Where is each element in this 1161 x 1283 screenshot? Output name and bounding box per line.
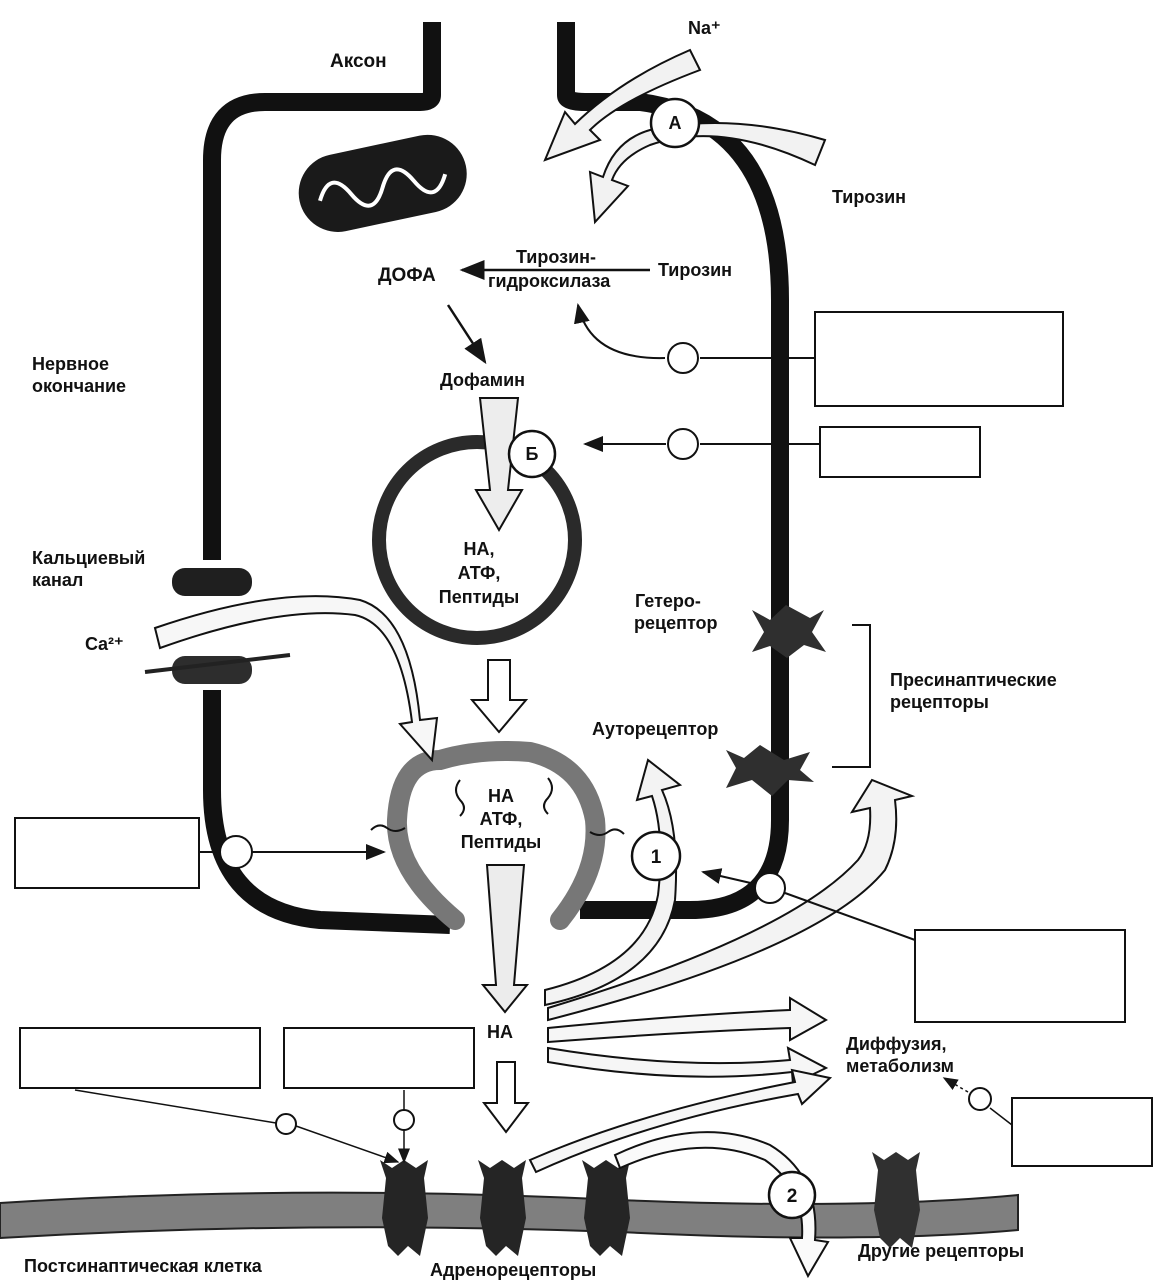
answer-box-enzyme[interactable] [814,311,1064,407]
marker-b-circle [507,429,557,479]
autoreceptor-label: Ауторецептор [592,719,718,739]
presynaptic-label-line2: рецепторы [890,692,989,712]
calcium-channel-label-line1: Кальциевый [32,548,145,568]
heteroreceptor [752,605,826,658]
postsynaptic-cell-label: Постсинаптическая клетка [24,1256,263,1276]
other-receptors-label: Другие рецепторы [858,1241,1024,1261]
marker-2: 2 [787,1186,798,1207]
regulation-arrow-metabolism [942,1077,969,1093]
membrane-lower-left [203,690,451,934]
presynaptic-label-line1: Пресинаптические [890,670,1057,690]
heteroreceptor-label-line2: рецептор [634,613,718,633]
answer-box-receptor-2[interactable] [283,1027,475,1089]
snare-tail-1 [455,779,465,817]
vesicle1-line1: НА, [464,539,495,559]
regulation-node-1 [754,872,786,904]
calcium-influx-arrow [153,595,439,763]
autoreceptor-feedback-arrow [547,778,916,1022]
enzyme-label-line1: Тирозин- [516,247,596,267]
nerve-ending-label-line1: Нервное [32,354,109,374]
tyrosine-inside-label: Тирозин [658,260,732,280]
na-plus-label: Na⁺ [688,18,721,38]
regulation-line-metabolism [989,1107,1013,1126]
release-vesicle [386,741,606,930]
adrenoreceptors-label: Адренорецепторы [430,1260,596,1280]
vesicle2-line2: АТФ, [480,809,523,829]
adrenoreceptor-1 [380,1160,428,1256]
diffusion-arrow-2 [547,1046,829,1086]
vesicle2-line1: НА [488,786,514,806]
regulation-line-receptor-1 [74,1089,277,1124]
axon-label: Аксон [330,51,387,72]
diffusion-label-line1: Диффузия, [846,1034,946,1054]
vesicle1-line2: АТФ, [458,563,501,583]
answer-box-metabolism[interactable] [1011,1097,1153,1167]
na-to-postsynaptic-arrow [481,1061,531,1134]
regulation-node-b [667,428,699,460]
regulation-node-enzyme [667,342,699,374]
regulation-arrow-enzyme [574,303,666,360]
presynaptic-bracket [832,624,871,768]
regulation-node-receptor-2 [393,1109,415,1131]
uptake-2-arrow [613,1131,830,1279]
adrenoreceptor-2 [478,1160,526,1256]
dopamine-label: Дофамин [440,370,525,390]
marker-a: А [669,113,682,133]
snare-tail-4 [589,828,625,836]
snare-tail-2 [543,777,553,815]
dopa-label: ДОФА [378,265,436,286]
autoreceptor [726,745,814,796]
dopa-to-dopamine-arrow [446,304,487,365]
released-na-label: НА [487,1022,513,1042]
diffusion-label-line2: метаболизм [846,1056,954,1076]
heteroreceptor-label-line1: Гетеро- [635,591,701,611]
adrenoreceptor-3 [582,1160,630,1256]
exocytosis-arrow [480,864,530,1014]
regulation-node-release [219,835,253,869]
answer-box-vesicle-transport[interactable] [819,426,981,478]
enzyme-label-line2: гидроксилаза [488,271,611,291]
diffusion-arrow-3 [528,1068,833,1174]
diffusion-arrow-1 [547,996,828,1044]
ca2-label: Ca²⁺ [85,634,124,654]
answer-box-release[interactable] [14,817,200,889]
answer-box-reuptake[interactable] [914,929,1126,1023]
tyrosine-outside-label: Тирозин [832,187,906,207]
marker-1: 1 [651,847,662,868]
calcium-channel-label-line2: канал [32,570,83,590]
tyrosine-uptake-arrow [588,122,827,225]
regulation-arrow-receptor-1 [295,1125,400,1164]
answer-box-receptor-1[interactable] [19,1027,261,1089]
marker-a-circle [649,97,701,149]
na-arrow [543,48,702,162]
vesicle1-line3: Пептиды [439,587,520,607]
marker-b: Б [526,444,539,464]
marker-2-circle [767,1170,817,1220]
calcium-channel-1 [172,568,252,596]
regulation-arrow-1 [701,868,756,885]
marker-1-circle [630,830,682,882]
vesicle-to-release-arrow [469,659,529,734]
nerve-ending-label-line2: окончание [32,376,126,396]
regulation-node-metabolism [968,1087,992,1111]
reuptake-arrow-1 [544,758,683,1007]
calcium-channel-axis [144,653,291,674]
membrane-left [203,22,441,560]
other-receptor [872,1152,920,1248]
dopamine-to-vesicle-arrow [474,397,524,533]
regulation-node-receptor-1 [275,1113,297,1135]
storage-vesicle [372,435,582,645]
vesicle2-line3: Пептиды [461,832,542,852]
regulation-line-1 [784,892,916,941]
mitochondrion [298,134,467,232]
snare-tail-3 [370,824,406,832]
